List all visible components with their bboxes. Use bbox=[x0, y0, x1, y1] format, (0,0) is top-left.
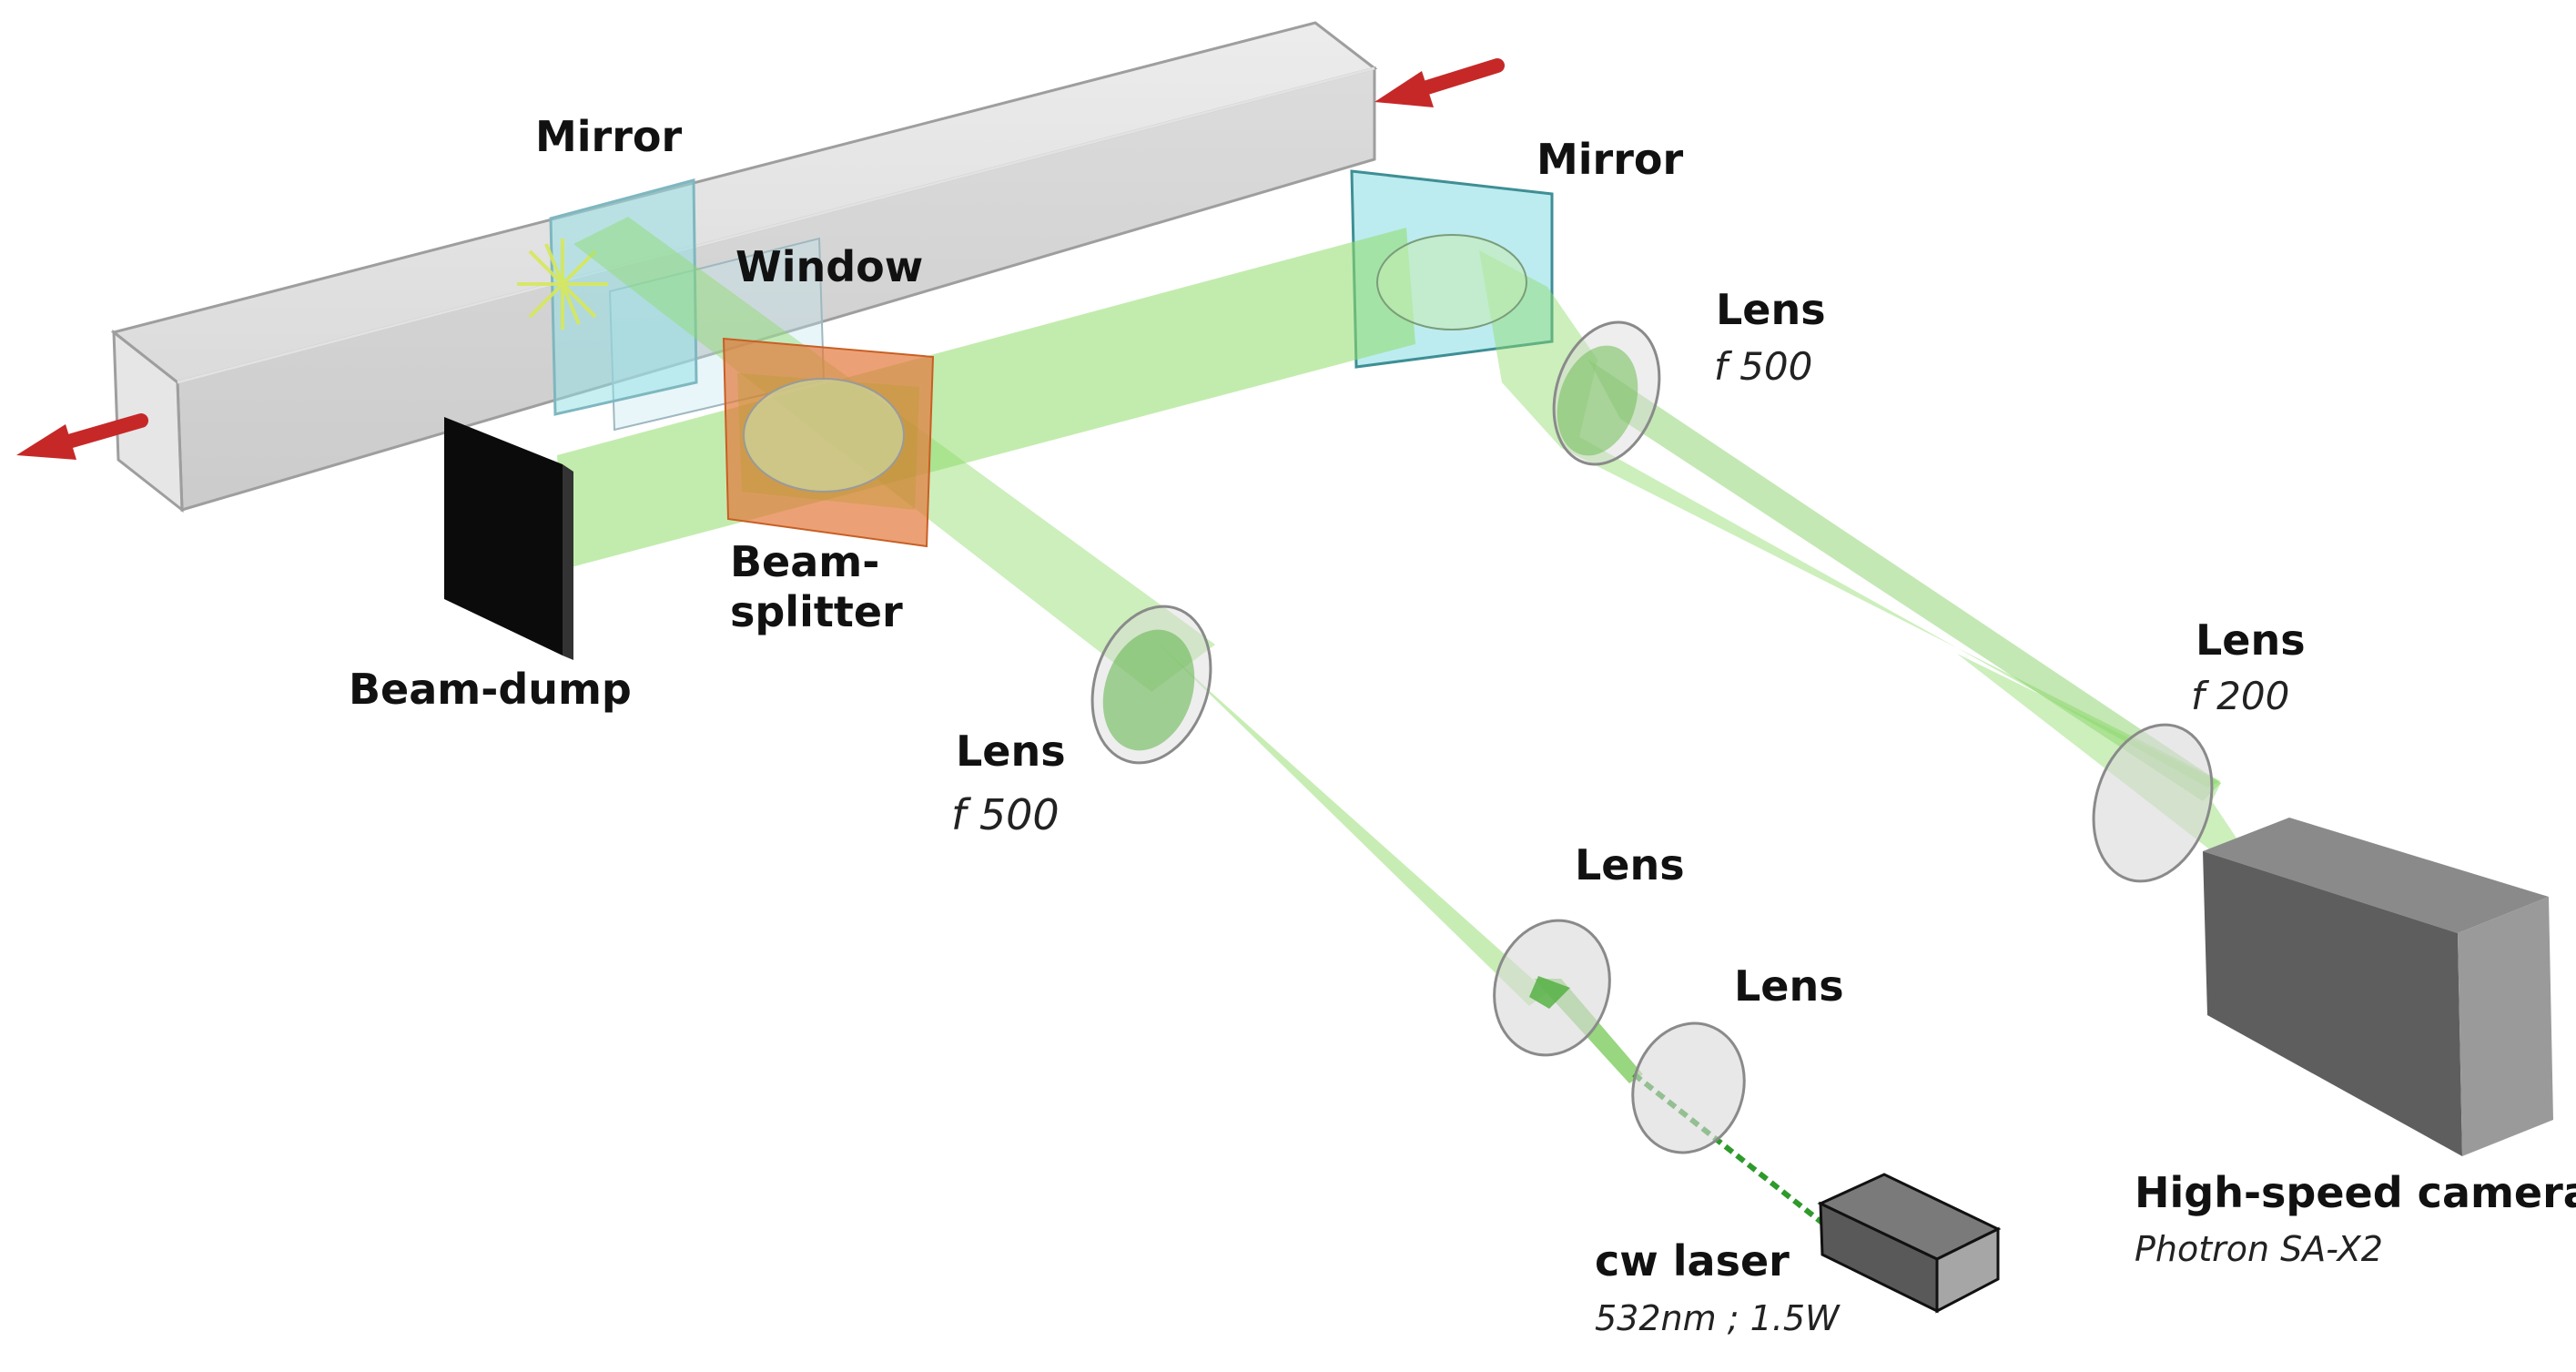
mirror-right-label: Mirror bbox=[1536, 135, 1684, 184]
lens-upper-right bbox=[1552, 320, 1661, 466]
beamsplitter-label: Beam- splitter bbox=[730, 537, 903, 637]
cw-laser bbox=[1817, 1173, 2002, 1314]
left-mirror bbox=[549, 178, 698, 416]
lens-upper-right-label: Lens bbox=[1716, 285, 1826, 334]
flow-inlet-arrow bbox=[1374, 58, 1505, 107]
imaging-beam bbox=[1479, 250, 2221, 788]
camera-model-label: Photron SA-X2 bbox=[2135, 1229, 2383, 1269]
lens-middle bbox=[1090, 605, 1212, 765]
probe-beam-lower bbox=[1147, 633, 1547, 1006]
mirror-beam-spot bbox=[1376, 234, 1527, 330]
imaging-beam-cone-to-camera bbox=[1588, 360, 2221, 801]
high-speed-camera bbox=[2203, 818, 2553, 1156]
window-label: Window bbox=[735, 242, 924, 291]
beamsplitter-beam-spot bbox=[743, 378, 905, 493]
flow-outlet-arrow bbox=[16, 413, 148, 460]
lens-camera bbox=[2092, 723, 2214, 883]
lens-middle-focal: f 500 bbox=[951, 790, 1060, 839]
laser-spec-label: 532nm ; 1.5W bbox=[1595, 1298, 1840, 1338]
lens-camera-label: Lens bbox=[2196, 615, 2306, 665]
lens-middle-label: Lens bbox=[956, 727, 1066, 776]
flow-duct bbox=[110, 21, 1378, 513]
lens-camera-focal: f 200 bbox=[2191, 674, 2290, 718]
lens-expander-2 bbox=[1631, 1021, 1746, 1154]
beam-dump-label: Beam-dump bbox=[349, 665, 632, 714]
camera-label: High-speed camera bbox=[2135, 1168, 2576, 1217]
lens-expander-1 bbox=[1493, 919, 1611, 1057]
laser-label: cw laser bbox=[1595, 1236, 1790, 1286]
lens-expander-1-label: Lens bbox=[1575, 840, 1685, 889]
beam-dump-edge bbox=[563, 464, 573, 660]
lens-expander-2-label: Lens bbox=[1734, 961, 1844, 1011]
mirror-left-label: Mirror bbox=[535, 112, 683, 161]
beam-dump bbox=[444, 417, 563, 656]
particle-burst-icon bbox=[517, 239, 608, 330]
lens-upper-right-focal: f 500 bbox=[1714, 344, 1813, 389]
